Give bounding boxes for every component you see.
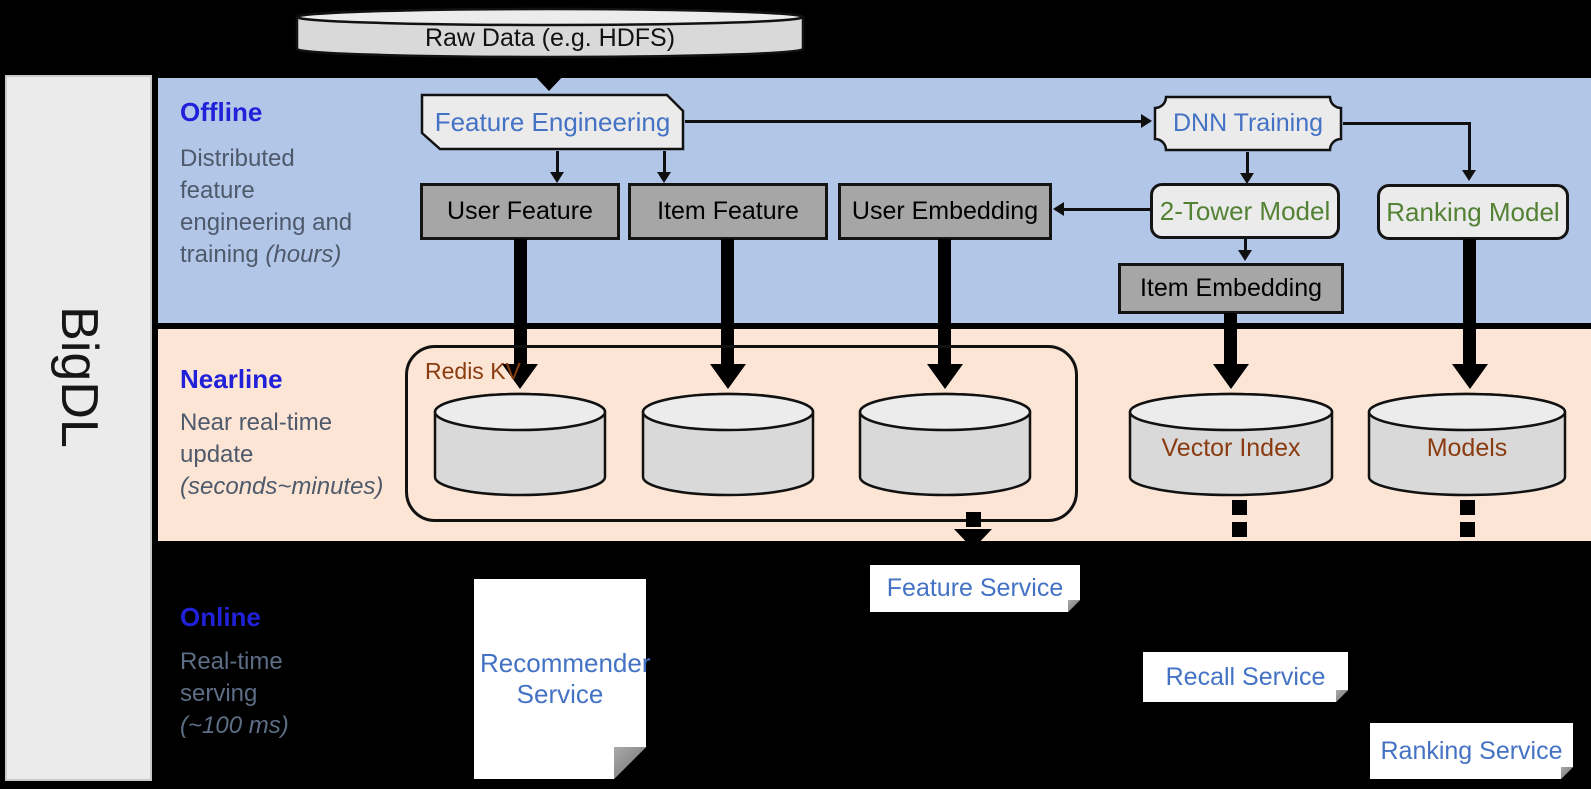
dnn-training-node: DNN Training [1153,95,1343,152]
ranking-service-label: Ranking Service [1380,736,1563,765]
offline-description-note: (hours) [265,241,342,268]
user-feature-node: User Feature [420,183,620,240]
item-embedding-node: Item Embedding [1118,263,1344,314]
item-embedding-label: Item Embedding [1139,274,1323,302]
redis-kv-container [405,345,1078,522]
arrow-head [1452,364,1488,389]
offline-description-text: Distributed feature engineering and trai… [180,145,353,268]
arrow-head [1141,114,1152,128]
arrow-head [657,172,671,183]
bigdl-sidebar: BigDL [5,75,152,781]
online-description-text: Real-time serving [180,648,283,707]
arrow-shaft [544,58,555,77]
raw-data-store: Raw Data (e.g. HDFS) [295,7,805,59]
arrow-shaft [1062,208,1150,211]
dash [1460,500,1475,515]
recall-service-label: Recall Service [1165,662,1326,691]
nearline-description-text: Near real-time update [180,409,333,468]
arrow-shaft [721,239,734,365]
nearline-title: Nearline [180,364,283,394]
bigdl-logo-text: BigDL [49,306,108,448]
dnn-training-label: DNN Training [1172,109,1324,137]
ranking-service-node: Ranking Service [1370,723,1573,779]
arrow-head [710,364,746,389]
arrow-shaft [685,120,1141,123]
cylinder-shape [1128,392,1334,497]
arrow-shaft [1463,239,1476,365]
recommender-service-node: Recommender Service [474,579,651,779]
user-embedding-label: User Embedding [851,197,1039,225]
arrow-shaft [663,151,666,174]
models-store: Models [1367,392,1567,497]
two-tower-model-node: 2-Tower Model [1150,183,1340,239]
arrow-head [1240,173,1254,184]
dash [1232,522,1247,537]
raw-data-label: Raw Data (e.g. HDFS) [424,24,676,52]
arrow-shaft [1343,122,1471,125]
offline-description: Distributed feature engineering and trai… [180,143,410,271]
plaque-shape [1153,95,1343,152]
feature-service-node: Feature Service [870,565,1080,612]
cylinder-shape [641,392,815,497]
dash [1232,500,1247,515]
cylinder-shape [1367,392,1567,497]
recommender-service-label: Recommender Service [480,648,651,709]
recall-service-node: Recall Service [1143,652,1348,702]
feature-engineering-label: Feature Engineering [434,106,671,137]
vector-index-store: Vector Index [1128,392,1334,497]
arrow-head [1238,250,1252,261]
arrow-shaft [938,239,951,365]
vector-index-label: Vector Index [1161,434,1301,462]
snip-rectangle-shape [420,93,685,151]
arrow-head [1053,202,1064,216]
feature-engineering-node: Feature Engineering [420,93,685,151]
offline-title: Offline [180,97,263,127]
arrow-head [927,364,963,389]
cylinder-shape [433,392,607,497]
arrow-shaft [556,151,559,174]
online-title: Online [180,602,261,632]
item-feature-node: Item Feature [628,183,828,240]
kv-store-cylinder [858,392,1032,497]
arrow-head [1213,364,1249,389]
online-description: Real-time serving (~100 ms) [180,646,420,742]
arrow-shaft [1224,313,1237,365]
nearline-description: Near real-time update (seconds~minutes) [180,407,470,503]
arrow-shaft [1468,122,1471,172]
arrow-shaft [514,239,527,365]
feature-service-label: Feature Service [886,574,1064,602]
arrow-head [550,172,564,183]
dash [1460,522,1475,537]
redis-kv-label: Redis KV [425,358,521,384]
ranking-model-node: Ranking Model [1377,184,1569,240]
user-feature-label: User Feature [447,197,593,225]
two-tower-model-label: 2-Tower Model [1159,195,1331,226]
cylinder-shape [858,392,1032,497]
kv-store-cylinder [433,392,607,497]
arrow-shaft [1246,152,1249,175]
online-description-note: (~100 ms) [180,712,289,739]
ranking-model-label: Ranking Model [1386,196,1560,227]
nearline-description-note: (seconds~minutes) [180,473,384,500]
kv-store-cylinder [641,392,815,497]
models-label: Models [1426,434,1508,462]
item-feature-label: Item Feature [657,197,799,225]
dash [966,512,981,527]
arrow-head [533,74,565,91]
arrow-shaft [1244,239,1247,252]
arrow-head [1462,170,1476,181]
arrow-head [954,529,992,549]
cylinder-shape [295,7,805,59]
arrow-head [502,364,538,389]
user-embedding-node: User Embedding [838,183,1052,240]
